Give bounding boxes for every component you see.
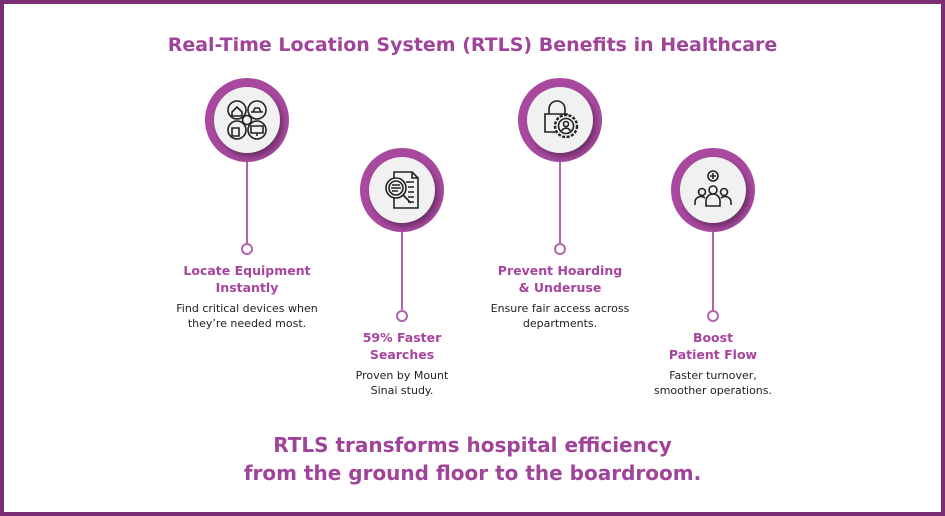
footer-tagline: RTLS transforms hospital efficiency from … [0, 431, 945, 487]
desc-line: departments. [522, 317, 598, 330]
footer-line: from the ground floor to the boardroom. [243, 461, 702, 485]
marker-dot [554, 243, 566, 255]
patient-group-icon [680, 157, 746, 223]
desc-line: Faster turnover, [669, 369, 757, 382]
heading-line: Locate Equipment [183, 263, 311, 278]
desc-line: Proven by Mount [355, 369, 449, 382]
heading-line: Prevent Hoarding [497, 263, 623, 278]
marker-dot [396, 310, 408, 322]
desc-line: Sinai study. [370, 384, 434, 397]
heading-line: Searches [369, 347, 435, 362]
heading-line: & Underuse [518, 280, 602, 295]
desc-line: Ensure fair access across [490, 302, 630, 315]
desc-line: Find critical devices when [176, 302, 318, 315]
desc-line: smoother operations. [653, 384, 773, 397]
page-title: Real-Time Location System (RTLS) Benefit… [167, 34, 778, 56]
desc-line: they’re needed most. [187, 317, 307, 330]
lock-gear-user-icon [527, 87, 593, 153]
footer-line: RTLS transforms hospital efficiency [273, 433, 672, 457]
heading-line: 59% Faster [362, 330, 442, 345]
document-search-icon [369, 157, 435, 223]
marker-dot [241, 243, 253, 255]
heading-line: Boost [692, 330, 734, 345]
heading-line: Instantly [215, 280, 279, 295]
marker-dot [707, 310, 719, 322]
assets-network-icon [214, 87, 280, 153]
heading-line: Patient Flow [668, 347, 758, 362]
